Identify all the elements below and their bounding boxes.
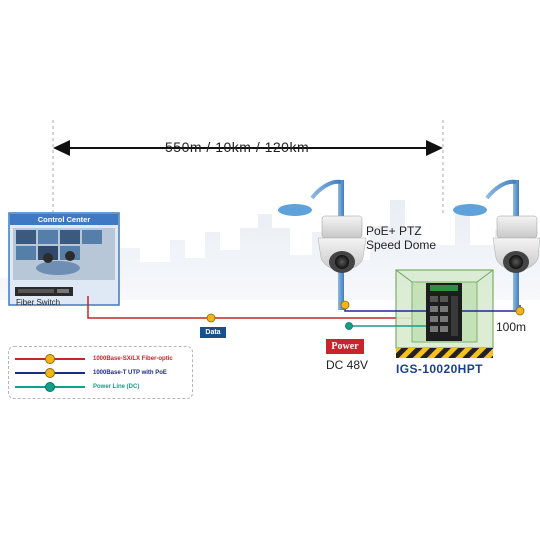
legend-utp-node: [45, 368, 55, 378]
camera-label-line2: Speed Dome: [366, 238, 437, 252]
legend-item-power: Power Line (DC): [15, 382, 190, 392]
camera-label: PoE+ PTZ Speed Dome: [366, 224, 436, 252]
legend: 1000Base-SX/LX Fiber-optic 1000Base-T UT…: [8, 346, 193, 399]
legend-item-utp: 1000Base-T UTP with PoE: [15, 368, 190, 378]
legend-power-label: Power Line (DC): [93, 384, 140, 390]
legend-utp-label: 1000Base-T UTP with PoE: [93, 370, 167, 376]
fiber-line: [87, 296, 427, 319]
distance-marker: [52, 120, 444, 215]
fiber-switch-label: Fiber Switch: [16, 298, 61, 307]
power-line: [345, 322, 427, 330]
fiber-switch-icon: [15, 287, 73, 296]
power-voltage-label: DC 48V: [326, 358, 369, 372]
legend-item-fiber: 1000Base-SX/LX Fiber-optic: [15, 354, 190, 364]
utp-lines: [340, 300, 525, 316]
control-center-title: Control Center: [10, 214, 118, 225]
ptz-camera-icon: [317, 215, 367, 273]
camera-label-line1: PoE+ PTZ: [366, 224, 422, 238]
distance-100m-label: 100m: [496, 320, 527, 334]
power-tag: Power: [326, 339, 364, 354]
legend-fiber-node: [45, 354, 55, 364]
fiber-node: [206, 313, 216, 323]
industrial-switch-icon: [426, 283, 462, 341]
model-label: IGS-10020HPT: [396, 362, 483, 376]
legend-fiber-label: 1000Base-SX/LX Fiber-optic: [93, 356, 173, 362]
distance-label: 550m / 10km / 120km: [165, 139, 310, 155]
ptz-camera-icon: [492, 215, 540, 273]
data-tag: Data: [200, 327, 226, 338]
legend-power-node: [45, 382, 55, 392]
